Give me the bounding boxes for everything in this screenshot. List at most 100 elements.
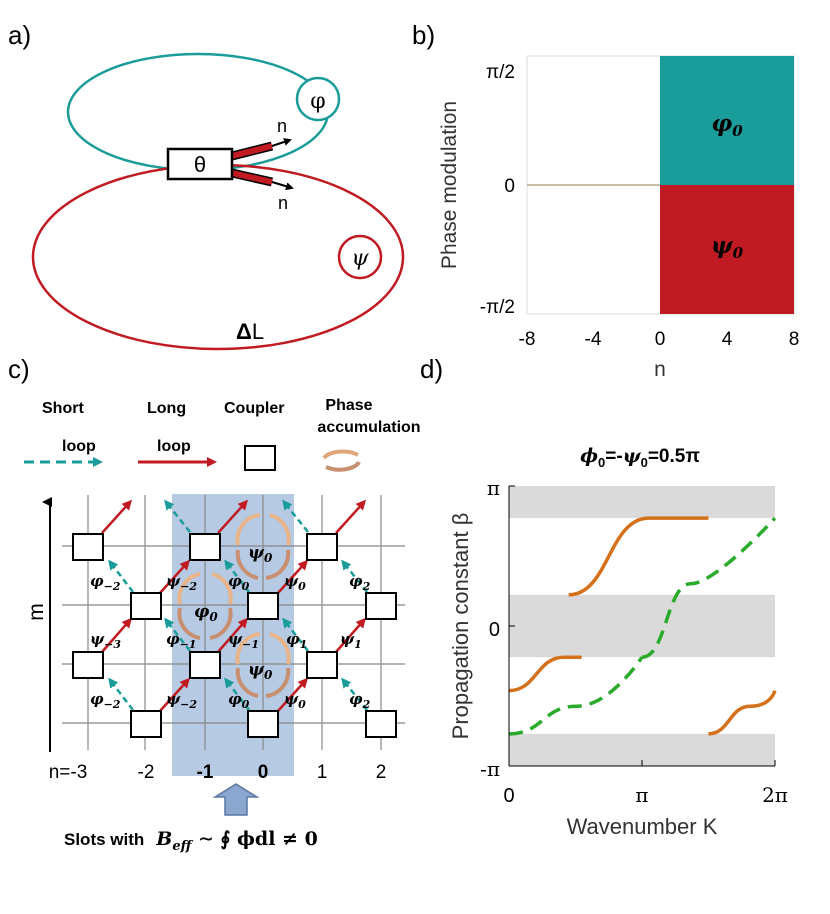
psi0-region-sub: 0: [733, 244, 744, 262]
d-x-tick-pi: π: [635, 783, 648, 807]
long-phase-shifter: [337, 234, 383, 280]
y-tick-mid: 0: [504, 176, 515, 197]
direction-label-bottom: n: [278, 193, 288, 213]
dispersion-plot: [508, 485, 777, 767]
top-output-waveguide: [231, 143, 273, 159]
panel-a-label: a): [8, 20, 31, 50]
phi0-region-label: φ0: [711, 110, 743, 140]
n-tick-m2: -2: [138, 762, 155, 783]
psi0-region-label: ψ0: [711, 232, 744, 262]
label-phi-m1: φ−1: [166, 630, 196, 651]
d-y-tick-pi: π: [487, 476, 500, 500]
coupler-node: [306, 533, 338, 561]
dispersion-curves: [508, 516, 777, 736]
slots-caption: Slots with Beff ∼ ∮ ϕdl ≠ 0: [64, 828, 318, 854]
panel-a: a) φ ψ θ n n ΔL: [8, 20, 405, 351]
delta-l-label: ΔL: [236, 319, 264, 344]
x-tick-0: 0: [655, 329, 666, 350]
label-psi-0-bottom: ψ0: [284, 690, 306, 711]
d-x-axis-label: Wavenumber K: [567, 814, 718, 839]
d-x-tick-2pi: 2π: [762, 783, 788, 807]
legend-short-word: loop: [62, 438, 96, 455]
label-phi-1: φ1: [286, 630, 307, 651]
panel-d-label: d): [420, 354, 443, 384]
coupler-node: [365, 710, 397, 738]
slot-indicator-arrow: [212, 783, 260, 816]
label-psi-m2-top: ψ−2: [166, 572, 197, 593]
coupler-node: [130, 710, 162, 738]
solid-dispersion-curve: [708, 690, 777, 736]
legend-coupler-box: [244, 445, 276, 471]
short-loop-arrows: [108, 499, 368, 711]
slots-caption-text: Slots with: [64, 830, 144, 849]
label-psi-m2-bottom: ψ−2: [166, 690, 197, 711]
legend-coupler-title: Coupler: [224, 400, 284, 417]
d-y-tick-0: 0: [489, 619, 500, 641]
coupler-node: [247, 710, 279, 738]
x-tick-8: 8: [789, 329, 800, 350]
bottom-output-arrow: [271, 181, 294, 191]
lattice-labels: φ−2 ψ−2 φ0 ψ0 φ2 ψ0 φ0 ψ−3 φ−1 ψ−1 φ1 ψ1…: [90, 543, 371, 711]
title-psi: ψ: [623, 445, 642, 467]
panel-b-label: b): [412, 20, 435, 50]
y-tick-top: π/2: [486, 62, 515, 83]
long-phase-symbol: ψ: [351, 246, 369, 271]
n-tick-2: 2: [376, 762, 387, 783]
legend-phase-accumulation-icon: [322, 449, 361, 472]
delta-symbol: Δ: [236, 319, 252, 344]
legend-phase-title-1: Phase: [325, 397, 372, 414]
x-tick-4: 4: [722, 329, 733, 350]
panel-c: c) Short loop Long loop Coupler Phase ac…: [8, 354, 421, 854]
n-tick-0: 0: [258, 762, 269, 783]
label-phi-0-circle: φ0: [194, 602, 218, 624]
d-y-tick-minus-pi: -π: [480, 757, 500, 781]
coupler-node: [72, 651, 104, 679]
label-phi-2-top: φ2: [349, 572, 371, 593]
title-eq: =-: [605, 446, 622, 467]
coupler-symbol: θ: [194, 152, 206, 177]
d-y-axis-label: Propagation constant β: [448, 513, 473, 740]
phi0-region: [660, 56, 794, 185]
legend-phase-title-2: accumulation: [317, 419, 420, 436]
x-axis-label: n: [654, 358, 666, 381]
slots-formula-sub: eff: [172, 839, 193, 854]
label-phi-0-bottom: φ0: [228, 690, 250, 711]
label-psi-m1: ψ−1: [228, 630, 259, 651]
title-phi-sub: 0: [598, 455, 605, 470]
length-symbol: L: [252, 319, 264, 344]
n-tick-m3: n=-3: [49, 762, 88, 783]
legend-phase-arc-bottom: [325, 460, 361, 472]
phi0-region-sub: 0: [732, 122, 743, 140]
m-axis-label: m: [25, 603, 48, 621]
dashed-dispersion-curve: [508, 656, 644, 736]
n-tick-m1: -1: [197, 762, 214, 783]
label-psi-0-top: ψ0: [284, 572, 306, 593]
coupler-node: [130, 592, 162, 620]
label-psi-0-circle-top: ψ0: [248, 543, 273, 565]
dashed-dispersion-curve: [641, 516, 777, 659]
lattice-phase-circles: [177, 513, 291, 698]
legend-short-title: Short: [42, 400, 84, 417]
chart-title: ϕ0=-ψ0=0.5π: [580, 445, 700, 470]
lattice-couplers: [72, 533, 397, 738]
legend-phase-arc-top: [322, 449, 360, 460]
direction-label-top: n: [277, 116, 287, 136]
label-psi-1: ψ1: [340, 630, 362, 651]
label-psi-0-circle-bottom: ψ0: [248, 660, 273, 682]
label-phi-m2-bottom: φ−2: [90, 690, 121, 711]
label-phi-m2-top: φ−2: [90, 572, 121, 593]
solid-dispersion-curve: [508, 655, 582, 693]
title-psi-sub: 0: [641, 455, 648, 470]
panel-c-label: c): [8, 354, 30, 384]
coupler-node: [189, 651, 221, 679]
coupler-node: [365, 592, 397, 620]
slots-formula-rest: ∼ ∮ ϕdl ≠ 0: [191, 828, 317, 850]
short-phase-symbol: φ: [310, 89, 325, 114]
band-gap: [509, 594, 775, 658]
coupler-node: [306, 651, 338, 679]
slots-formula-b: B: [155, 828, 172, 850]
x-tick-m4: -4: [585, 329, 602, 350]
label-phi-2-bottom: φ2: [349, 690, 371, 711]
y-tick-bottom: -π/2: [480, 297, 515, 318]
